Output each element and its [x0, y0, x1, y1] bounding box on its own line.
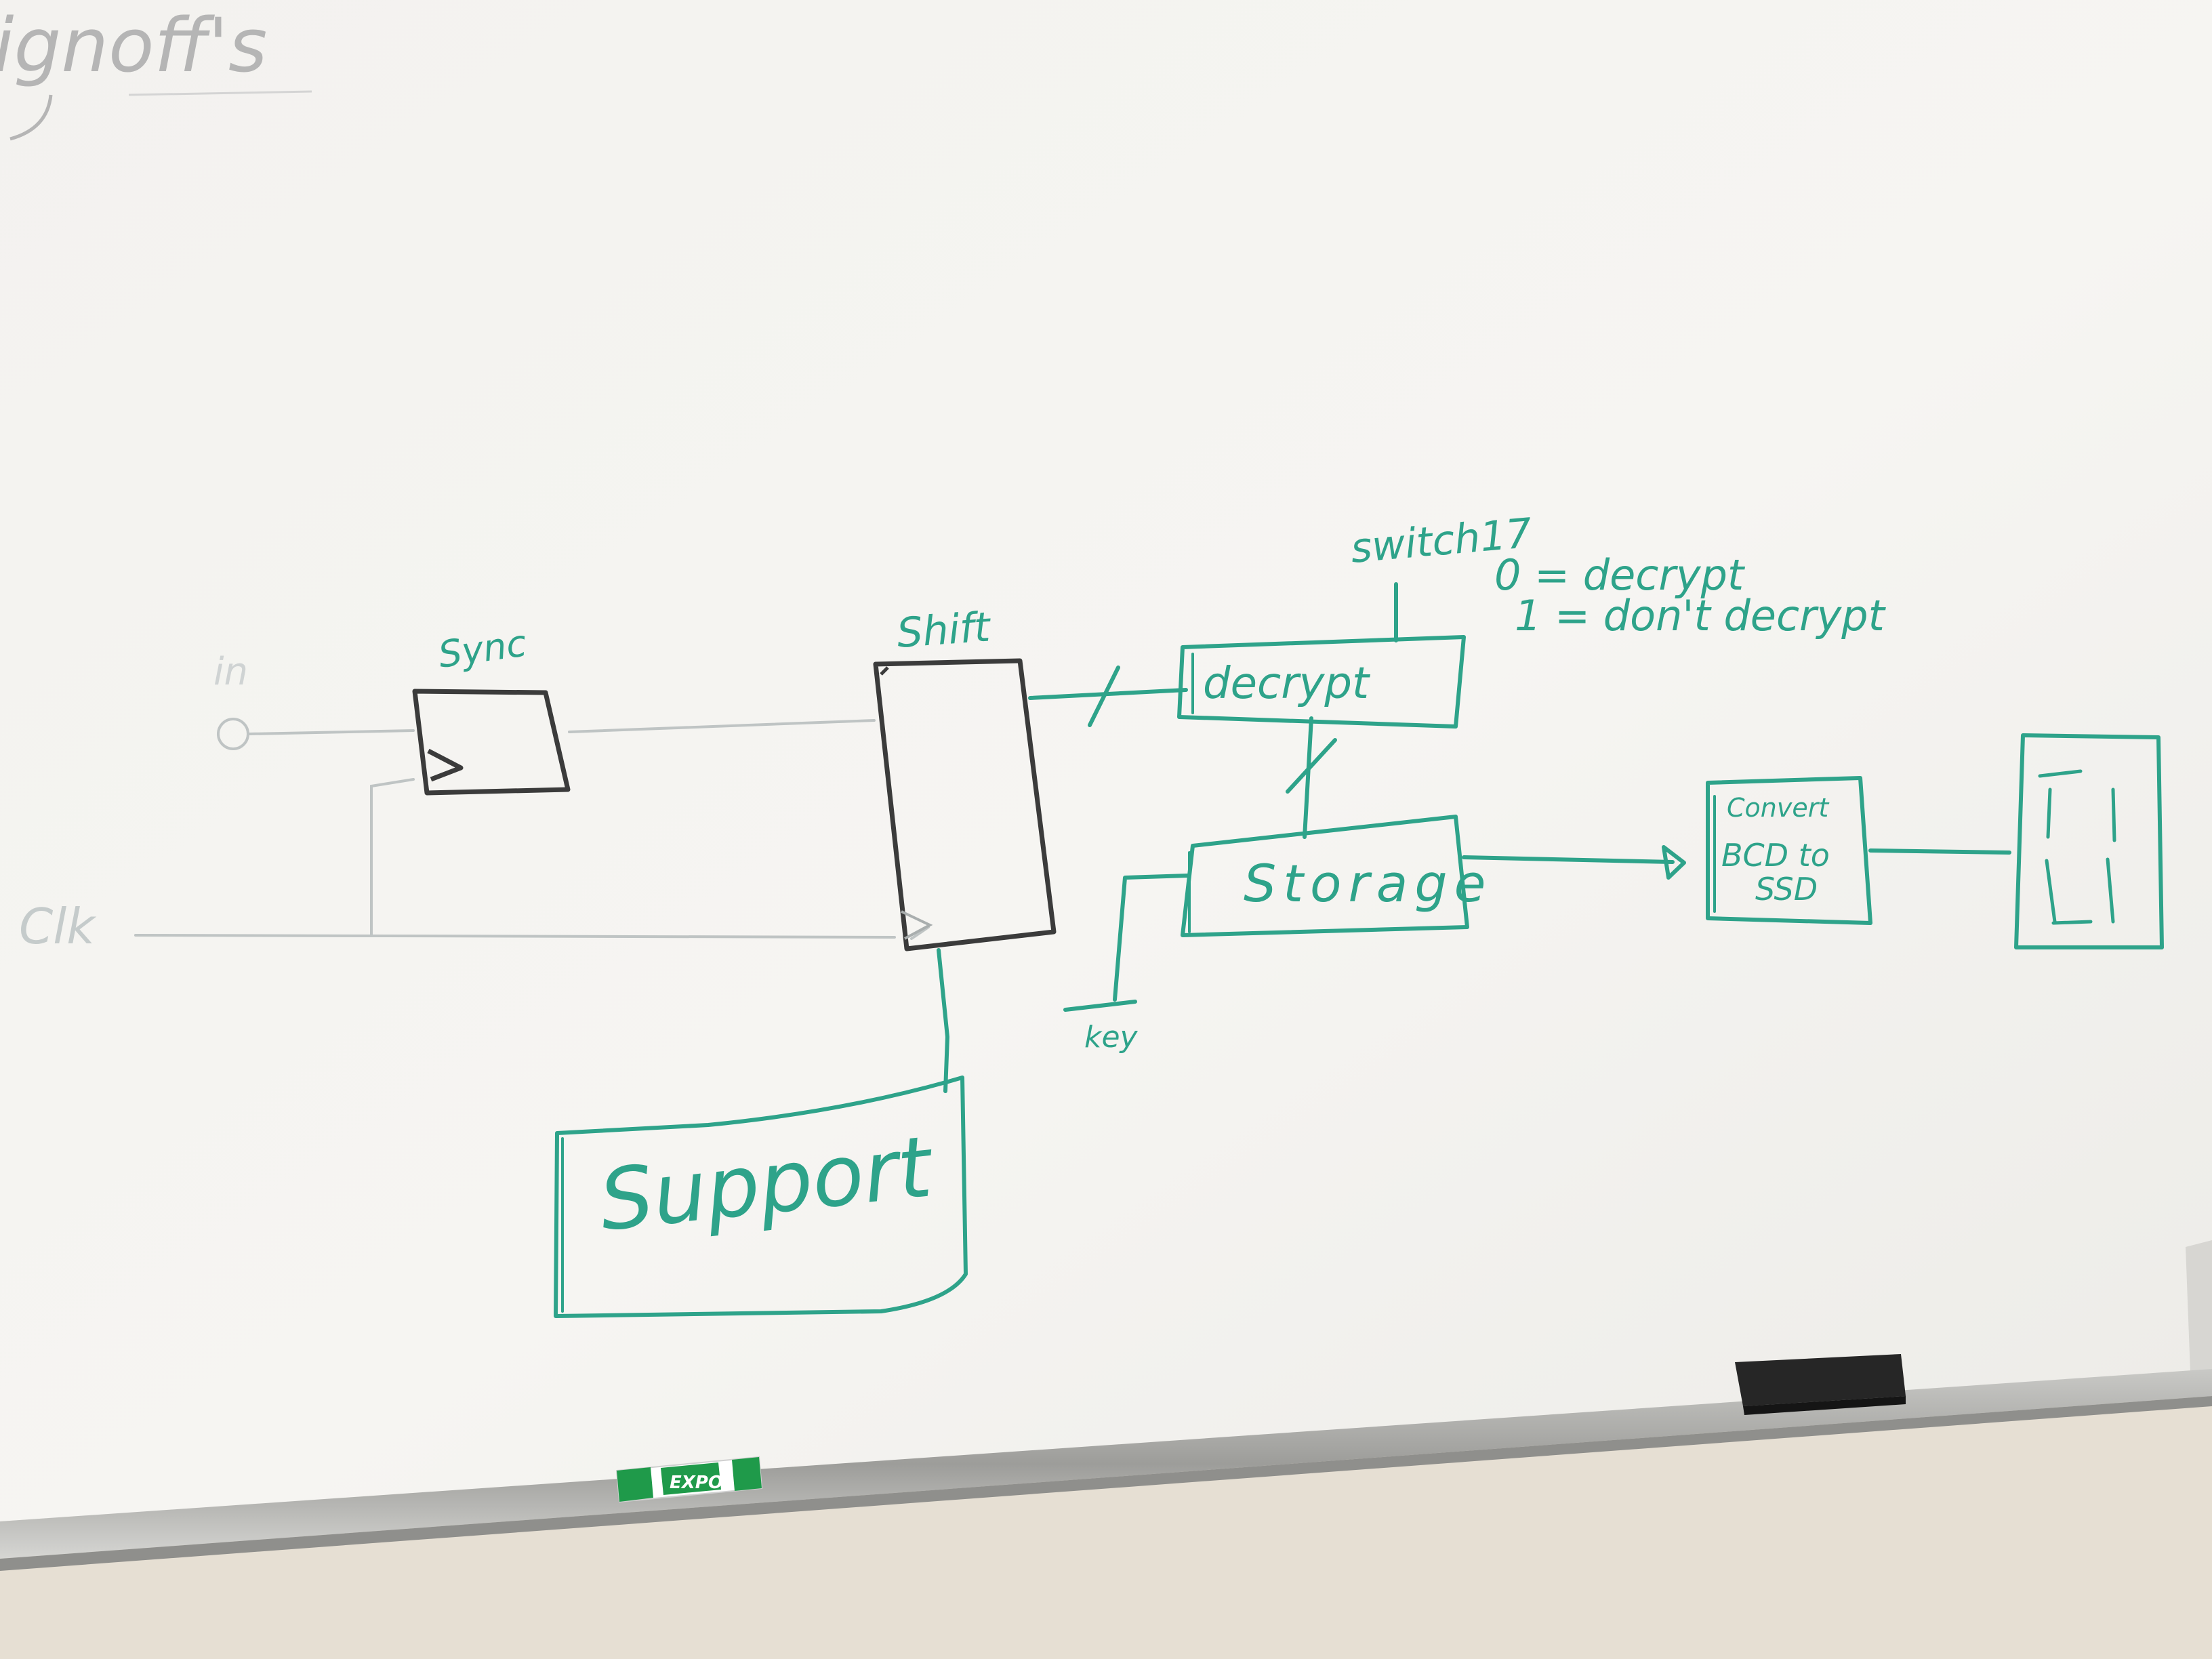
corner-text: ignoff's [0, 2, 267, 89]
corner-curl [9, 94, 53, 141]
support-box [554, 1076, 968, 1318]
green-ink [554, 582, 2164, 1318]
label-storage: Storage [1244, 853, 1492, 914]
wire-convert-display [1868, 848, 2011, 855]
key-stub [1063, 1000, 1137, 1012]
convert-box [1706, 776, 1872, 925]
label-key: key [1084, 1020, 1139, 1054]
bus-slash-1 [1088, 665, 1120, 727]
label-bcd-to: BCD to [1721, 837, 1830, 874]
label-in: in [213, 650, 248, 694]
label-clk: Clk [19, 898, 97, 955]
switch-line-1: 1 = don't decrypt [1515, 591, 1887, 640]
sync-clock-mark [427, 748, 464, 782]
marker-brand: EXPO [670, 1473, 723, 1493]
shift-box [873, 658, 1057, 951]
board-edge-frame [2186, 1240, 2212, 1372]
corner-underline [128, 90, 312, 96]
ssd-segments [2038, 769, 2116, 925]
wire-shift-decrypt [1028, 688, 1188, 700]
wire-storage-convert [1462, 855, 1675, 864]
storage-box [1181, 815, 1469, 937]
marker-tray [0, 1369, 2212, 1559]
label-shift: Shift [895, 603, 993, 657]
decrypt-box [1177, 635, 1466, 729]
wire-key [1113, 874, 1189, 1002]
whiteboard-surface [0, 0, 2212, 1521]
wire-decrypt-storage [1303, 716, 1313, 839]
arrow-head [1662, 845, 1686, 880]
eraser[interactable] [1735, 1354, 1906, 1415]
black-ink [412, 658, 1057, 951]
label-ssd: SSD [1755, 871, 1818, 907]
shift-clock-mark [901, 910, 933, 940]
ssd-box [2014, 733, 2164, 949]
label-decrypt: decrypt [1203, 659, 1371, 709]
sync-box [412, 689, 571, 796]
label-convert: Convert [1727, 793, 1830, 823]
expo-marker[interactable]: EXPO [615, 1456, 763, 1503]
wire-shift-support [937, 948, 949, 1093]
switch-line-0: 0 = decrypt [1494, 550, 1746, 600]
marker-tray-lip [0, 1396, 2212, 1571]
bus-slash-2 [1286, 738, 1337, 794]
